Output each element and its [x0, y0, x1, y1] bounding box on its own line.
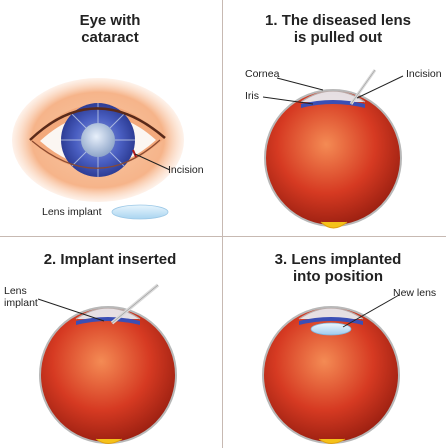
title-line: cataract: [81, 29, 139, 46]
title-line: Eye with: [79, 12, 141, 29]
panel-diseased-lens-pulled-out: 1. The diseased lens is pulled out Corne…: [223, 0, 446, 236]
eye-front-illustration: [12, 78, 184, 220]
panel-title: 1. The diseased lens is pulled out: [243, 12, 433, 46]
lash-line-top: [29, 107, 166, 141]
iris-band: [299, 317, 363, 325]
horizontal-divider: [0, 236, 446, 237]
insertion-tube-edge: [111, 284, 159, 324]
eyeball-shape: [264, 89, 402, 227]
eyeball-shape: [39, 306, 177, 444]
title-line: into position: [293, 268, 383, 285]
lash-line-bottom: [31, 139, 161, 169]
vertical-divider: [222, 0, 223, 448]
panel-implant-inserted: 2. Implant inserted Lens implant: [0, 237, 222, 448]
title-line: 2. Implant inserted: [43, 251, 177, 268]
cornea-bulge: [298, 307, 364, 320]
label-lens-implant: Lens implant: [4, 285, 38, 309]
pointer-lens-implant: [37, 298, 105, 322]
label-incision: Incision: [406, 68, 442, 80]
label-iris: Iris: [245, 90, 259, 102]
eyeball-cross-section: [262, 69, 404, 229]
pointer-cornea: [276, 77, 324, 91]
pointer-iris: [262, 96, 314, 105]
pointer-incision: [356, 75, 404, 99]
incision-mark: [132, 149, 137, 158]
label-line: implant: [4, 297, 38, 309]
panel-title: 3. Lens implanted into position: [243, 251, 433, 285]
panel-title: Eye with cataract: [40, 12, 180, 46]
label-incision: Incision: [168, 164, 204, 176]
title-line: is pulled out: [293, 29, 383, 46]
incision-pointer: [134, 153, 171, 171]
title-line: 3. Lens implanted: [274, 251, 402, 268]
optic-nerve: [95, 438, 123, 444]
iris-band: [301, 100, 365, 108]
label-line: Lens: [4, 285, 27, 297]
new-lens-shape: [310, 322, 352, 336]
eyeball-cross-section: [262, 294, 400, 444]
panel-eye-with-cataract: Eye with cataract: [0, 0, 222, 236]
title-line: 1. The diseased lens: [265, 12, 411, 29]
pupil-cloudy: [81, 123, 115, 157]
optic-nerve: [318, 438, 346, 444]
lens-implant-shape: [111, 204, 169, 220]
panel-title: 2. Implant inserted: [20, 251, 200, 268]
panel-lens-implanted: 3. Lens implanted into position: [223, 237, 446, 448]
pointer-new-lens: [342, 294, 400, 328]
eyeball-cross-section: [37, 283, 177, 444]
label-new-lens: New lens: [393, 287, 437, 299]
label-cornea: Cornea: [245, 68, 280, 80]
surgical-instrument-edge: [350, 69, 376, 105]
iris-band: [76, 317, 140, 325]
label-lens-implant: Lens implant: [42, 206, 102, 218]
optic-nerve: [320, 221, 348, 229]
cornea-bulge: [300, 90, 366, 103]
